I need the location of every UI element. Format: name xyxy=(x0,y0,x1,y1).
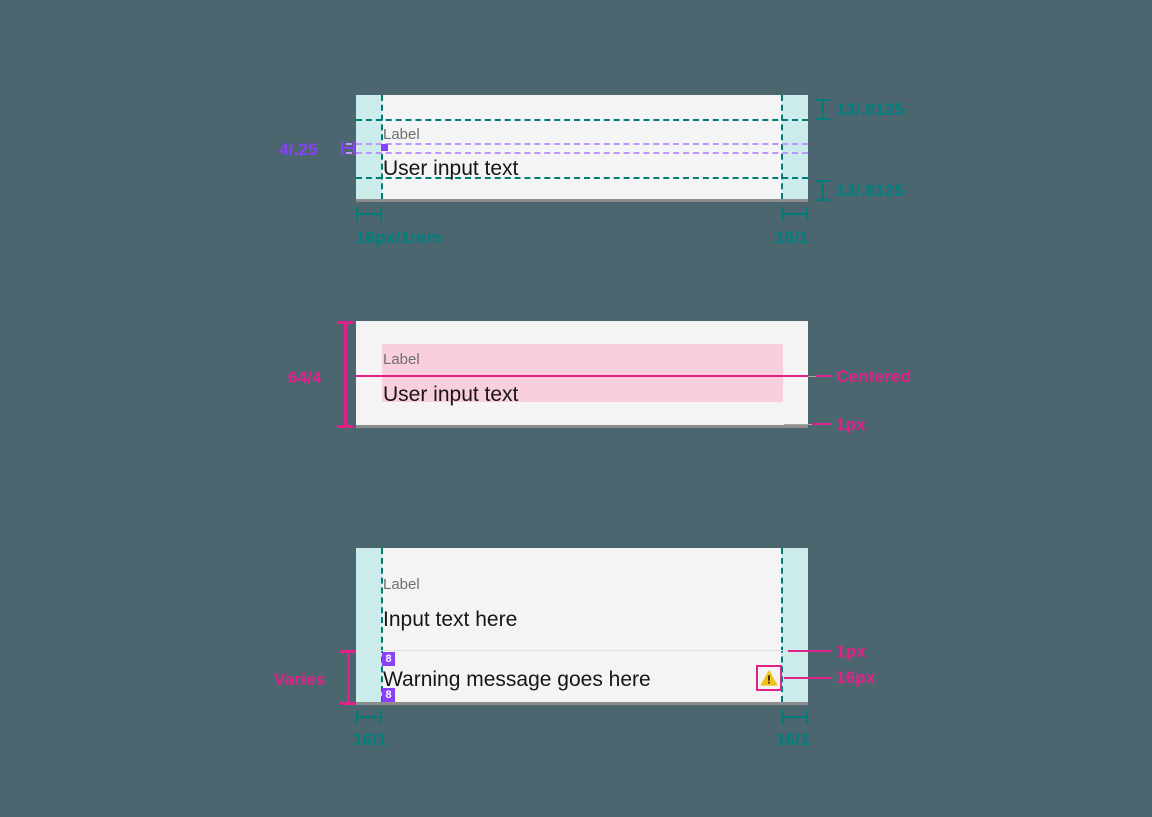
anno-right-padding: 16/1 xyxy=(775,228,809,247)
border-callout-leader xyxy=(812,423,832,425)
bottom-padding-guide xyxy=(356,177,808,179)
height-input-value: User input text xyxy=(383,383,519,406)
warning-input-field[interactable] xyxy=(356,548,808,705)
center-line xyxy=(356,375,808,377)
warning-right-padding-bracket xyxy=(782,710,808,724)
label-gap-guide-top xyxy=(346,143,808,145)
anno-top-padding: 13/.8125 xyxy=(836,100,904,119)
warning-input-label: Label xyxy=(383,576,420,593)
warning-triangle-icon xyxy=(760,670,778,686)
bottom-padding-measure-icon xyxy=(816,180,830,201)
right-padding-width-bracket xyxy=(782,207,808,221)
warning-row-divider xyxy=(356,650,808,651)
badge-spacing-bottom: 8 xyxy=(382,688,395,702)
badge-spacing-top: 8 xyxy=(382,652,395,666)
default-input-label: Label xyxy=(383,126,420,143)
warning-left-padding-overlay xyxy=(356,548,382,702)
divider-callout-leader xyxy=(788,650,832,652)
left-padding-overlay xyxy=(356,95,382,199)
label-gap-marker xyxy=(381,144,388,151)
content-area-overlay xyxy=(382,344,783,402)
anno-height: 64/4 xyxy=(288,368,322,387)
center-line-leader xyxy=(808,376,820,377)
right-padding-guide xyxy=(781,95,783,199)
default-input-value: User input text xyxy=(383,157,519,180)
anno-divider: 1px xyxy=(836,642,866,661)
warning-left-padding-guide xyxy=(381,548,383,702)
top-padding-measure-icon xyxy=(816,99,830,120)
warning-message: Warning message goes here xyxy=(383,668,651,691)
anno-varies-height: Varies xyxy=(274,670,326,689)
warning-left-padding-bracket xyxy=(356,710,382,724)
anno-icon-size: 16px xyxy=(836,668,876,687)
anno-bottom-padding: 13/.8125 xyxy=(836,181,904,200)
anno-label-gap: 4/.25 xyxy=(279,140,318,159)
warning-icon-measure-box xyxy=(756,665,782,691)
default-input-field[interactable] xyxy=(356,95,808,202)
height-measure-bar xyxy=(337,321,353,428)
anno-warning-right-padding: 16/1 xyxy=(776,730,810,749)
varies-height-measure-bar xyxy=(340,650,356,705)
anno-centered: Centered xyxy=(836,367,912,386)
anno-left-padding: 16px/1rem xyxy=(356,228,442,247)
right-padding-overlay xyxy=(782,95,808,199)
anno-warning-left-padding: 16/1 xyxy=(353,730,387,749)
anno-border: 1px xyxy=(836,415,866,434)
height-input-label: Label xyxy=(383,351,420,368)
border-callout-gray-leader xyxy=(784,424,816,425)
warning-right-padding-guide xyxy=(781,548,783,702)
warning-right-padding-overlay xyxy=(782,548,808,702)
warning-input-value: Input text here xyxy=(383,608,518,631)
label-gap-guide-bottom xyxy=(346,152,808,154)
left-padding-width-bracket xyxy=(356,207,382,221)
top-padding-guide xyxy=(356,119,808,121)
label-gap-measure-icon xyxy=(341,141,355,155)
centered-callout-leader xyxy=(816,375,832,377)
icon-size-callout-leader xyxy=(784,677,832,679)
